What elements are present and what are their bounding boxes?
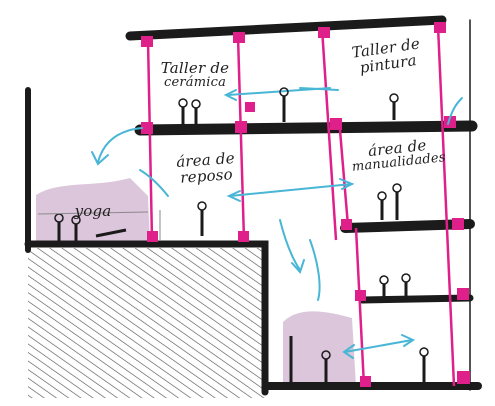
label-taller-ceramica: Taller de cerámica [150,60,240,90]
person [378,192,386,220]
person [393,184,401,220]
floor-1-slab-right [345,224,470,228]
person [420,348,428,384]
person [402,274,410,298]
person [390,94,398,120]
person [179,99,187,124]
person [280,88,288,122]
person [380,276,388,298]
ground-hatch [28,248,265,398]
floor-2-slab [140,126,472,130]
roof-slab [130,20,442,36]
label-yoga: yoga [68,203,118,219]
person [198,202,206,236]
floor-0-slab-right [362,298,470,300]
label-area-reposo: área de reposo [167,149,245,186]
person [192,100,200,124]
lower-wash [283,311,356,386]
